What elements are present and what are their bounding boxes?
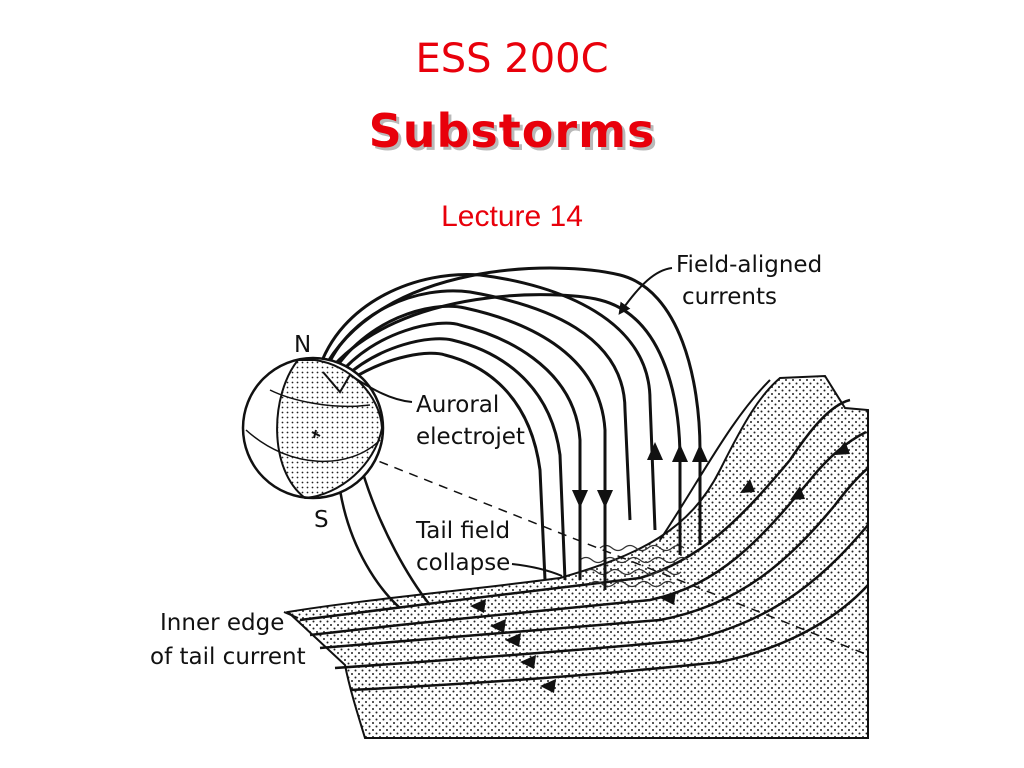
- earth-globe: [241, 356, 385, 500]
- plasma-sheet-upper-edge: [659, 379, 771, 541]
- north-pole-label: N: [294, 332, 311, 358]
- slide-lecture-subtitle: Lecture 14: [441, 200, 583, 233]
- field-aligned-current-loops: [316, 266, 702, 590]
- southern-field-line-2: [360, 469, 431, 606]
- inner-edge-label-line2: of tail current: [150, 644, 306, 670]
- collapse-region: [579, 544, 689, 588]
- slide-course-title: ESS 200C: [415, 36, 609, 82]
- tail-collapse-label-line1: Tail field: [415, 518, 510, 544]
- field-aligned-label-line2: currents: [682, 284, 777, 310]
- field-aligned-label-line1: Field-aligned: [676, 252, 822, 278]
- tail-current-arrows: [470, 441, 850, 693]
- auroral-pointer: [349, 374, 413, 403]
- slide-topic-title: Substorms: [368, 104, 656, 158]
- auroral-label-line1: Auroral: [416, 392, 499, 418]
- plasma-sheet: [285, 374, 869, 739]
- inner-edge-label-line1: Inner edge: [160, 610, 284, 636]
- south-pole-label: S: [314, 507, 329, 533]
- field-aligned-pointer: [618, 267, 673, 315]
- tail-current-lines: [299, 398, 869, 692]
- auroral-label-line2: electrojet: [416, 424, 525, 450]
- tail-collapse-label-line2: collapse: [416, 550, 510, 576]
- inner-edge-pointer: [283, 611, 299, 619]
- southern-field-line: [338, 489, 401, 609]
- tail-collapse-pointer: [511, 563, 563, 577]
- field-aligned-current-arrows: [572, 442, 708, 508]
- tail-axis-dashed: [319, 437, 869, 656]
